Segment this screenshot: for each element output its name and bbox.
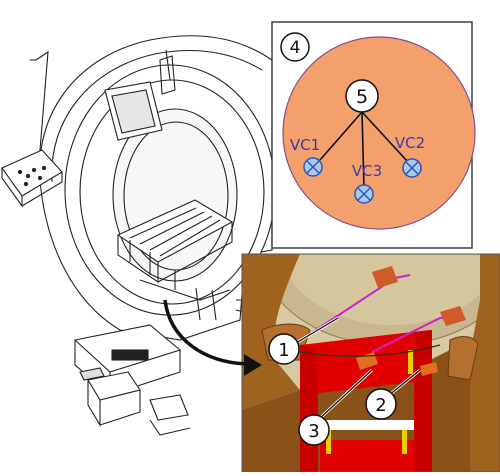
callout-2-label: 2 — [375, 395, 386, 416]
callout-1: 1 — [268, 333, 300, 365]
callout-5-pointers — [319, 111, 409, 189]
callout-3-label: 3 — [308, 421, 319, 442]
valve-vc3-icon — [354, 184, 374, 204]
callout-4: 4 — [280, 32, 310, 62]
valve-vc2-label: VC2 — [395, 134, 425, 152]
callout-4-label: 4 — [290, 38, 301, 58]
valve-vc1-label: VC1 — [290, 136, 320, 154]
callout-5-label: 5 — [356, 86, 368, 108]
valve-vc1-icon — [303, 157, 323, 177]
detail-arrow — [163, 299, 262, 376]
valve-vc2-icon — [402, 158, 422, 178]
valve-disc — [282, 36, 476, 230]
callout-5: 5 — [345, 79, 379, 113]
housing-inset: 1 2 3 — [241, 253, 500, 473]
callout-1-label: 1 — [278, 340, 289, 361]
scanner-illustration — [1, 35, 276, 436]
callout-3: 3 — [298, 414, 330, 446]
valve-inset: 4 5 VC1 VC3 VC2 — [271, 21, 476, 249]
callout-2: 2 — [365, 388, 397, 420]
valve-vc3-label: VC3 — [352, 162, 382, 180]
housing-leaders — [295, 317, 421, 421]
